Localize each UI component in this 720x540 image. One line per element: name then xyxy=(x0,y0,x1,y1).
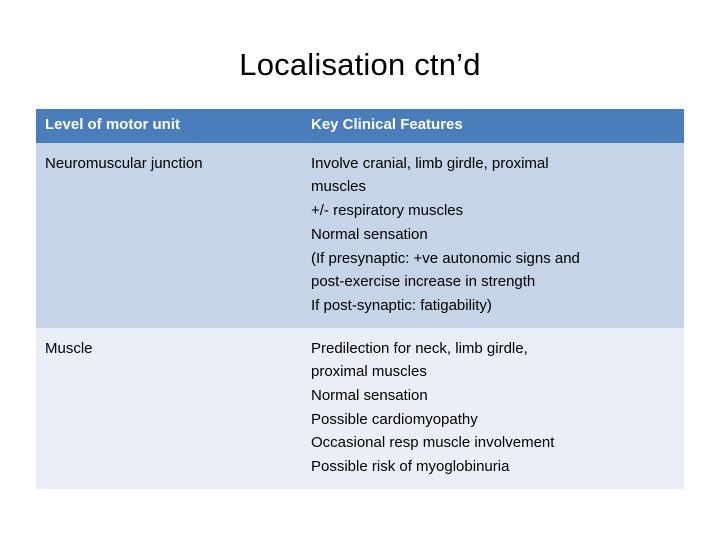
localisation-table-container: Level of motor unit Key Clinical Feature… xyxy=(36,109,684,489)
feature-line: proximal muscles xyxy=(311,363,427,381)
feature-line: Involve cranial, limb girdle, proximal xyxy=(311,154,549,172)
table-row: Muscle Predilection for neck, limb girdl… xyxy=(36,327,684,489)
table-header: Level of motor unit Key Clinical Feature… xyxy=(36,109,684,143)
feature-line: If post-synaptic: fatigability) xyxy=(311,296,492,314)
cell-level: Neuromuscular junction xyxy=(36,142,302,328)
feature-line: Normal sensation xyxy=(311,386,428,404)
feature-line: Normal sensation xyxy=(311,225,428,243)
cell-features: Predilection for neck, limb girdle, prox… xyxy=(302,327,684,489)
feature-line: Possible cardiomyopathy xyxy=(311,410,478,428)
localisation-table: Level of motor unit Key Clinical Feature… xyxy=(36,109,684,489)
table-row: Neuromuscular junction Involve cranial, … xyxy=(36,142,684,328)
feature-line: Possible risk of myoglobinuria xyxy=(311,458,510,475)
feature-line: +/- respiratory muscles xyxy=(311,202,464,220)
column-header-level: Level of motor unit xyxy=(36,109,302,143)
feature-line: Predilection for neck, limb girdle, xyxy=(311,339,528,357)
feature-line: (If presynaptic: +ve autonomic signs and xyxy=(311,249,580,267)
features-list: Involve cranial, limb girdle, proximal m… xyxy=(311,152,675,318)
cell-features: Involve cranial, limb girdle, proximal m… xyxy=(302,142,684,328)
feature-line: Occasional resp muscle involvement xyxy=(311,434,555,452)
column-header-features: Key Clinical Features xyxy=(302,109,684,143)
feature-line: muscles xyxy=(311,178,367,196)
table-header-row: Level of motor unit Key Clinical Feature… xyxy=(36,109,684,143)
table-body: Neuromuscular junction Involve cranial, … xyxy=(36,142,684,489)
features-list: Predilection for neck, limb girdle, prox… xyxy=(311,337,675,479)
cell-level: Muscle xyxy=(36,327,302,489)
feature-line: post-exercise increase in strength xyxy=(311,273,536,291)
page-title: Localisation ctn’d xyxy=(239,47,481,82)
